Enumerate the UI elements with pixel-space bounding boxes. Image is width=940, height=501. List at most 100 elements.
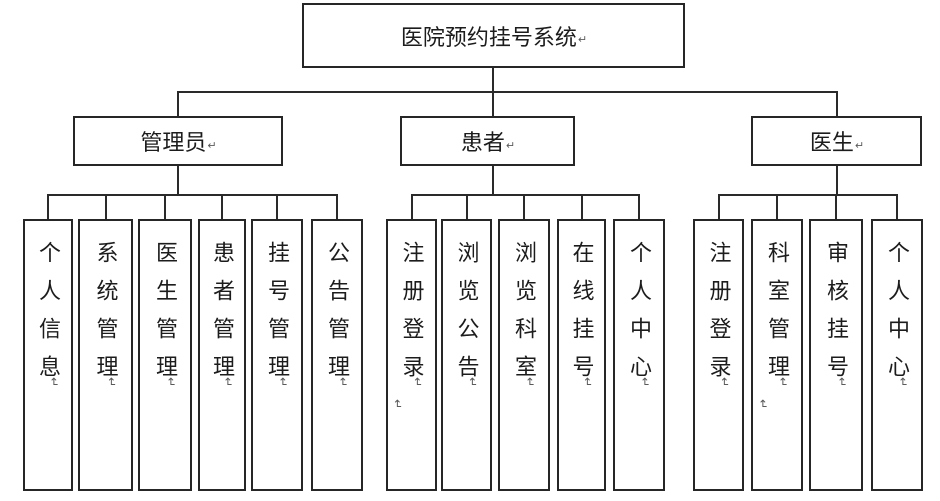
return-mark-icon: ↵ [47,377,61,388]
return-mark-icon: ↵ [835,377,849,388]
leaf-node-label: 个人信息 [36,241,61,393]
leaf-node-admin-4: 患者管理↵ [198,219,246,491]
connector-line [164,195,166,219]
leaf-node-text: 个人中心↵ [627,221,652,403]
leaf-node-patient-2: 浏览公告↵ [441,219,492,491]
leaf-node-label: 注册登录 [399,241,425,393]
connector-line [523,195,525,219]
connector-line [836,166,838,195]
connector-line [896,195,898,219]
leaf-node-text: 患者管理↵ [210,221,235,403]
return-mark-icon: ↵ [410,377,425,388]
branch-node-label: 医生 [809,130,854,155]
connector-line [718,194,898,196]
return-mark-icon: ↵ [580,377,595,388]
return-mark-icon: ↵ [523,377,537,388]
leaf-node-label: 科室管理 [765,241,790,393]
leaf-node-label: 浏览科室 [512,241,537,393]
return-mark-icon: ↵ [854,139,865,152]
return-mark-icon: ↵ [390,399,405,410]
connector-line [466,195,468,219]
leaf-node-label: 浏览公告 [454,241,480,393]
return-mark-icon: ↵ [638,377,652,388]
connector-line [835,195,837,219]
return-mark-icon: ↵ [465,377,480,388]
connector-line [492,166,494,195]
return-mark-icon: ↵ [164,377,178,388]
connector-line [492,68,494,92]
leaf-node-text: 浏览公告↵ [454,221,480,403]
connector-line [776,195,778,219]
connector-line [276,195,278,219]
leaf-node-text: 个人中心↵ [885,221,910,403]
return-mark-icon: ↵ [756,399,770,410]
connector-line [105,195,107,219]
leaf-node-text: 注册登录↵↵ [391,221,425,413]
leaf-node-admin-6: 公告管理↵ [311,219,363,491]
leaf-node-patient-3: 浏览科室↵ [498,219,550,491]
leaf-node-doctor-3: 审核挂号↵ [809,219,863,491]
leaf-node-text: 在线挂号↵ [569,221,595,403]
leaf-node-text: 个人信息↵ [36,221,61,403]
leaf-node-text: 系统管理↵ [93,221,119,403]
leaf-node-label: 个人中心 [627,241,652,393]
leaf-node-patient-4: 在线挂号↵ [557,219,606,491]
return-mark-icon: ↵ [221,377,235,388]
return-mark-icon: ↵ [776,377,790,388]
connector-line [492,92,494,116]
leaf-node-label: 审核挂号 [824,241,849,393]
leaf-node-label: 注册登录 [706,241,732,393]
leaf-node-doctor-1: 注册登录↵ [693,219,744,491]
leaf-node-text: 挂号管理↵ [265,221,290,403]
connector-line [718,195,720,219]
return-mark-icon: ↵ [104,377,119,388]
leaf-node-text: 注册登录↵ [706,221,732,403]
leaf-node-label: 系统管理 [93,241,119,393]
leaf-node-doctor-2: 科室管理↵↵ [751,219,803,491]
connector-line [221,195,223,219]
connector-line [47,195,49,219]
leaf-node-text: 科室管理↵↵ [756,221,790,413]
return-mark-icon: ↵ [505,139,516,152]
connector-line [836,92,838,116]
leaf-node-text: 医生管理↵ [153,221,178,403]
leaf-node-label: 公告管理 [325,241,350,393]
connector-line [177,91,838,93]
connector-line [177,166,179,195]
leaf-node-label: 在线挂号 [569,241,595,393]
branch-node-admin: 管理员↵ [73,116,283,166]
branch-node-label: 患者 [460,130,505,155]
leaf-node-text: 公告管理↵ [325,221,350,403]
connector-line [638,195,640,219]
return-mark-icon: ↵ [336,377,350,388]
connector-line [177,92,179,116]
leaf-node-admin-3: 医生管理↵ [138,219,192,491]
branch-node-doctor: 医生↵ [751,116,922,166]
leaf-node-patient-5: 个人中心↵ [613,219,665,491]
return-mark-icon: ↵ [577,34,588,46]
return-mark-icon: ↵ [276,377,290,388]
root-node: 医院预约挂号系统↵ [302,3,685,68]
leaf-node-text: 浏览科室↵ [512,221,537,403]
leaf-node-label: 医生管理 [153,241,178,393]
leaf-node-patient-1: 注册登录↵↵ [386,219,437,491]
leaf-node-admin-1: 个人信息↵ [23,219,73,491]
leaf-node-label: 患者管理 [210,241,235,393]
connector-line [411,195,413,219]
return-mark-icon: ↵ [207,139,217,152]
connector-line [336,195,338,219]
return-mark-icon: ↵ [717,377,732,388]
return-mark-icon: ↵ [896,377,910,388]
leaf-node-text: 审核挂号↵ [824,221,849,403]
leaf-node-label: 挂号管理 [265,241,290,393]
leaf-node-admin-2: 系统管理↵ [78,219,133,491]
connector-line [47,194,338,196]
root-node-label: 医院预约挂号系统 [400,24,577,50]
leaf-node-label: 个人中心 [885,241,910,393]
branch-node-patient: 患者↵ [400,116,575,166]
branch-node-label: 管理员 [140,130,207,155]
connector-line [581,195,583,219]
leaf-node-admin-5: 挂号管理↵ [251,219,303,491]
connector-line [411,194,640,196]
